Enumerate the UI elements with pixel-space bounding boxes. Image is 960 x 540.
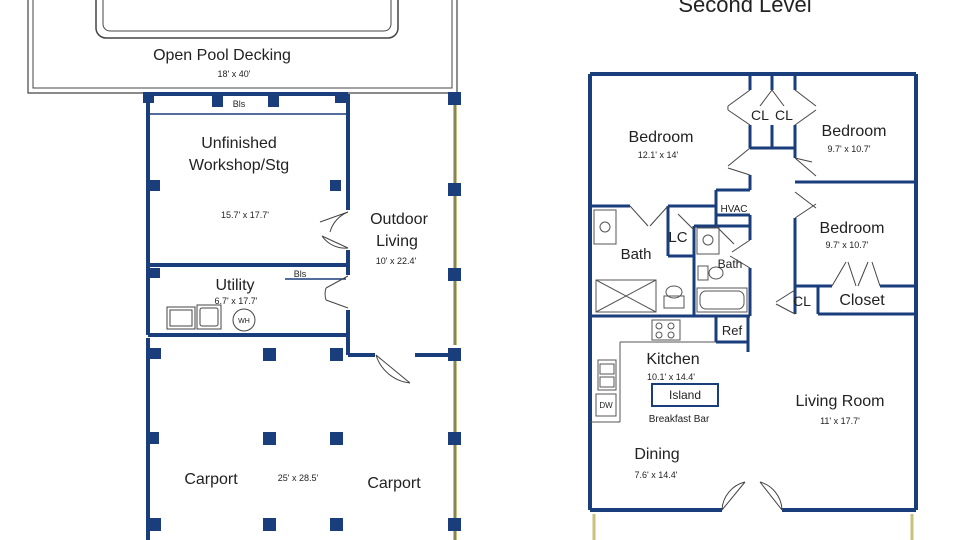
utility-bls-label: Bls [294, 269, 307, 279]
breakfast-bar-label: Breakfast Bar [649, 414, 710, 425]
outdoor-living-label-2: Living [376, 233, 418, 250]
lower-doors [319, 211, 411, 384]
fixtures [590, 209, 748, 423]
bedroom1-dim: 12.1' x 14' [638, 150, 679, 160]
utility-label: Utility [215, 277, 254, 294]
second-level: Bedroom 12.1' x 14' Bedroom 9.7' x 10.7'… [588, 72, 918, 540]
vanity-2 [696, 227, 720, 255]
kitchen-sink [597, 359, 617, 391]
closet-1-label: CL [751, 107, 769, 123]
water-heater [232, 308, 256, 332]
linen-closet-label: LC [668, 229, 687, 246]
bedroom1-label: Bedroom [629, 129, 694, 146]
living-room-dim: 11' x 17.7' [820, 416, 860, 426]
workshop-label-2: Workshop/Stg [189, 157, 289, 174]
outdoor-living-dim: 10' x 22.4' [376, 256, 417, 266]
outdoor-living-label-1: Outdoor [370, 211, 428, 228]
closet-label: Closet [839, 292, 885, 309]
dishwasher [595, 393, 617, 417]
patio-door [721, 481, 783, 511]
pool-decking-label: Open Pool Decking [153, 47, 291, 64]
living-room-label: Living Room [796, 393, 885, 410]
carport-right-label: Carport [367, 475, 421, 492]
bath2-label: Bath [718, 257, 743, 271]
utility-fixtures [166, 304, 256, 332]
level-title: Second Level [678, 0, 811, 17]
ref-label: Ref [722, 323, 743, 338]
closet-3-label: CL [793, 293, 811, 309]
dining-label: Dining [634, 446, 679, 463]
workshop-bls-label: Bls [233, 99, 246, 109]
workshop-walls [146, 92, 350, 355]
cooktop [651, 319, 681, 341]
closet-2-label: CL [775, 107, 793, 123]
island [651, 383, 719, 407]
carport-walls [146, 338, 455, 540]
washer [166, 306, 196, 330]
toilet-2 [697, 265, 709, 281]
carport-dim: 25' x 28.5' [278, 473, 319, 483]
exterior-walls [588, 72, 918, 512]
dryer [196, 304, 222, 330]
island-label: Island [669, 388, 701, 402]
bedroom2-dim: 9.7' x 10.7' [828, 144, 871, 154]
bedroom2-label: Bedroom [822, 123, 887, 140]
kitchen-label: Kitchen [646, 351, 699, 368]
hvac-label: HVAC [720, 204, 747, 215]
bedroom3-label: Bedroom [820, 220, 885, 237]
vanity-1 [593, 209, 617, 245]
dining-dim: 7.6' x 14.4' [635, 470, 678, 480]
shower [595, 279, 657, 313]
lower-level: Open Pool Decking 18' x 40' Bls Unfinish… [27, 0, 461, 540]
bath1-label: Bath [621, 246, 652, 263]
bathtub [696, 287, 748, 313]
kitchen-dim: 10.1' x 14.4' [647, 372, 695, 382]
water-heater-label: WH [238, 318, 250, 325]
carport-left-label: Carport [184, 471, 238, 488]
bedroom3-dim: 9.7' x 10.7' [826, 240, 869, 250]
interior-walls [590, 74, 916, 352]
toilet-1-tank [663, 295, 685, 309]
workshop-label-1: Unfinished [201, 135, 277, 152]
pool-decking-dim: 18' x 40' [218, 69, 251, 79]
pool [95, 0, 399, 39]
dw-label: DW [599, 401, 613, 410]
structural-posts [143, 92, 461, 531]
upper-doors [629, 89, 881, 315]
utility-dim: 6.7' x 17.7' [215, 296, 258, 306]
workshop-dim: 15.7' x 17.7' [221, 210, 269, 220]
